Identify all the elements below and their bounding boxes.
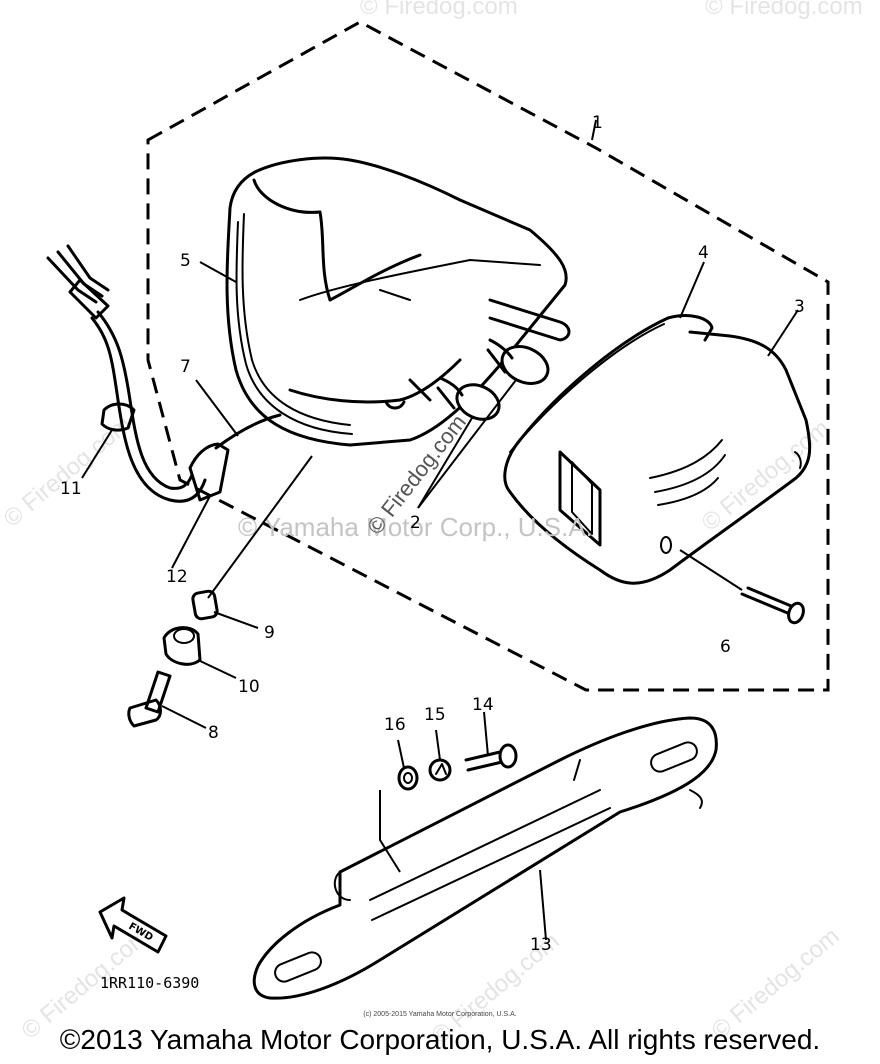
callout-8: 8 bbox=[208, 723, 219, 743]
part-code: 1RR110-6390 bbox=[100, 974, 199, 992]
lens-housing bbox=[225, 156, 571, 447]
callout-11: 11 bbox=[60, 479, 82, 499]
assembly-outline bbox=[146, 20, 830, 692]
watermark-right: © Firedog.com bbox=[697, 415, 835, 537]
callout-1: 1 bbox=[592, 113, 603, 133]
callout-3: 3 bbox=[794, 297, 805, 317]
leader-lines bbox=[81, 119, 799, 941]
callout-13: 13 bbox=[530, 935, 552, 955]
rear-lens bbox=[503, 314, 812, 585]
license-bracket bbox=[252, 716, 718, 1000]
callout-2: 2 bbox=[410, 513, 421, 533]
callout-5: 5 bbox=[180, 251, 191, 271]
callout-6: 6 bbox=[720, 637, 731, 657]
small-copyright: (c) 2005-2015 Yamaha Motor Corporation, … bbox=[363, 1011, 517, 1018]
callout-14: 14 bbox=[472, 695, 494, 715]
lens-screw bbox=[679, 549, 805, 625]
bracket-hardware bbox=[397, 743, 518, 791]
callout-4: 4 bbox=[698, 243, 709, 263]
callout-9: 9 bbox=[264, 623, 275, 643]
fwd-arrow: FWD bbox=[98, 896, 168, 954]
watermark-top-right: © Firedog.com bbox=[705, 0, 863, 20]
bulbs bbox=[436, 338, 550, 421]
callout-16: 16 bbox=[384, 715, 406, 735]
callout-7: 7 bbox=[180, 357, 191, 377]
mounting-hardware bbox=[127, 589, 219, 728]
callout-10: 10 bbox=[238, 677, 260, 697]
watermark-top: © Firedog.com bbox=[360, 0, 518, 20]
callout-15: 15 bbox=[424, 705, 446, 725]
callout-numbers: 1 2 3 4 5 6 7 8 9 10 11 12 13 14 15 16 bbox=[60, 113, 805, 955]
callout-12: 12 bbox=[166, 567, 188, 587]
wiring-harness bbox=[46, 244, 282, 503]
copyright-footer: ©2013 Yamaha Motor Corporation, U.S.A. A… bbox=[59, 1024, 821, 1055]
watermark-center: © Yamaha Motor Corp., U.S.A. bbox=[238, 512, 593, 542]
